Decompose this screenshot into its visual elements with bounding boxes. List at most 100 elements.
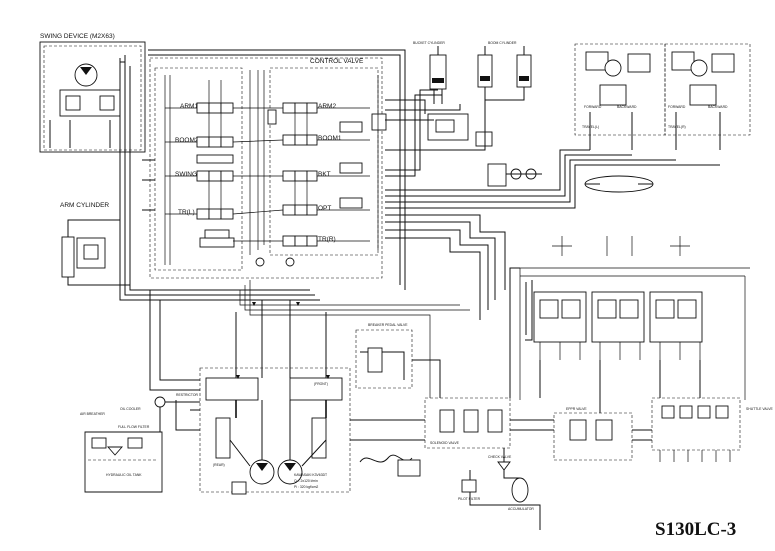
shuttle-ports [659,450,731,462]
shuttle-frame [651,397,741,451]
remote-control-valves [518,267,750,400]
piping-bundle [119,49,720,530]
pump-delivery [235,400,327,418]
air-breather-label: AIR BREATHER [80,412,105,416]
boom-cylinder: BOOM CYLINDER [477,41,532,101]
rcv-travel-b [619,299,639,319]
accumulator: ACCUMULATOR [508,477,534,511]
joystick-patterns [552,236,690,256]
check-valve-symbol [497,461,511,471]
travel-right-motor [690,59,708,77]
boom-cyl-right-piston [519,76,529,81]
pipe-pump-to-tank [175,400,200,431]
pipe-solenoid-eppr-shuttle [510,419,652,441]
breaker-pedal-lines [360,351,405,380]
spool-option: OPT [282,204,331,216]
pipe-lower-bundle [239,280,470,398]
eppr-valve: EPPR VALVE [553,407,633,461]
orifice-2 [285,257,295,267]
holding-valve [267,109,277,125]
boom-holding-pilot [475,131,493,147]
breaker-pedal-valve: BREAKER PEDAL VALVE [355,323,413,389]
rcv-left-a [539,299,559,319]
boom-cyl-lines [484,46,525,101]
control-valve-right-bank [269,67,379,256]
travel-right-forward: FORWARD [668,105,686,109]
shuttle-label: SHUTTLE VALVE [746,407,774,411]
rcv-pilot-header [518,267,750,277]
spool-pilot-aux [196,154,234,164]
accumulator-label: ACCUMULATOR [508,507,534,511]
check-valve: CHECK VALVE [488,455,512,471]
pump-model: KAWASAKI K3V63DT [294,473,327,477]
front-pump-arrow [284,463,296,471]
swing-device: SWING DEVICE (M2X63) [39,33,146,153]
oil-cooler-label: OIL COOLER [120,407,141,411]
shuttle-3 [697,405,711,419]
swing-relief-right [99,95,115,111]
pipe-trr-lines [385,229,489,320]
solenoid-3 [487,409,503,433]
air-breather-symbol [91,437,107,449]
travel-left-motor [604,59,622,77]
turning-joint-body [487,163,507,187]
arm-cylinder-label: ARM CYLINDER [60,202,109,209]
rcv-side-lines [519,268,746,400]
pipe-travel-lines [385,149,720,209]
main-relief-valve [371,113,387,131]
pipe-accumulator [503,448,520,479]
travel-right-backward: BACKWARD [708,105,728,109]
solenoid-label: SOLENOID VALVE [430,441,460,445]
pipe-rcv-to-valves [509,267,701,413]
pump-spec2: Pi : 320 kgf/cm2 [294,485,318,489]
breaker-pedal-label: BREAKER PEDAL VALVE [368,323,408,327]
turning-joint [487,163,542,187]
bucket-cyl-rod [433,46,443,104]
arm2-label: ARM2 [318,103,336,110]
bucket-cylinder: BUCKET CYLINDER [413,41,447,104]
travel-motor-right-frame [664,43,751,136]
travel-motor-right: FORWARD BACKWARD TRAVEL(R) [664,43,751,150]
lever-pattern-4 [670,236,690,256]
pilot-filter: PILOT FILTER [458,479,481,501]
arm-cylinder: ARM CYLINDER [60,202,130,286]
eppr-frame [553,412,633,461]
rcv-right-a [655,299,675,319]
pump-frame [199,367,351,493]
eppr-label: EPPR VALVE [566,407,587,411]
travel-left-forward: FORWARD [584,105,602,109]
boom-holding-valve [427,113,493,147]
arm1-label: ARM1 [180,103,198,110]
travel-left-brake [585,51,609,71]
control-valve-frame [149,57,383,279]
travel-motor-left: FORWARD BACKWARD TRAVEL(L) [574,43,666,150]
rcv-right-b [677,299,697,319]
full-flow-filter-symbol [127,437,143,449]
travel-left-counterbalance [627,53,651,73]
cv-vertical-passages [164,70,379,265]
shuttle-1 [661,405,675,419]
boom-cyl-left-piston [480,76,490,81]
pipe-pilot-return [469,470,541,530]
shuttle-valve: SHUTTLE VALVE [651,397,774,462]
hydraulic-tank-group: RESTRICTOR OIL COOLER AIR BREATHER FULL … [80,393,200,493]
solenoid-2 [463,409,479,433]
travel-left-caption: TRAVEL(L) [582,125,599,129]
trr-label: TR(R) [318,236,336,243]
front-regulator-piston [311,417,327,459]
boom1-label: BOOM1 [318,135,342,142]
opt-label: OPT [318,205,331,212]
travel-left-backward: BACKWARD [617,105,637,109]
arm-cylinder-body [61,236,75,278]
breaker-pedal-spool [367,347,383,373]
straight-travel-spool [199,237,235,248]
boom-cyl-right-body [516,54,532,88]
rear-pump-arrow [256,463,268,471]
pump-spec1: Q = 2x120 l/min [294,479,318,483]
pilot-filter-label: PILOT FILTER [458,497,481,501]
pipe-cv-to-cyl [385,99,486,151]
control-valve: CONTROL VALVE ARM1 BOOM2 SWING TR(L) ARM… [149,57,387,279]
boom-cyl-left-body [477,54,493,88]
travel-right-counterbalance [711,53,735,73]
travel-right-lines [675,112,721,150]
